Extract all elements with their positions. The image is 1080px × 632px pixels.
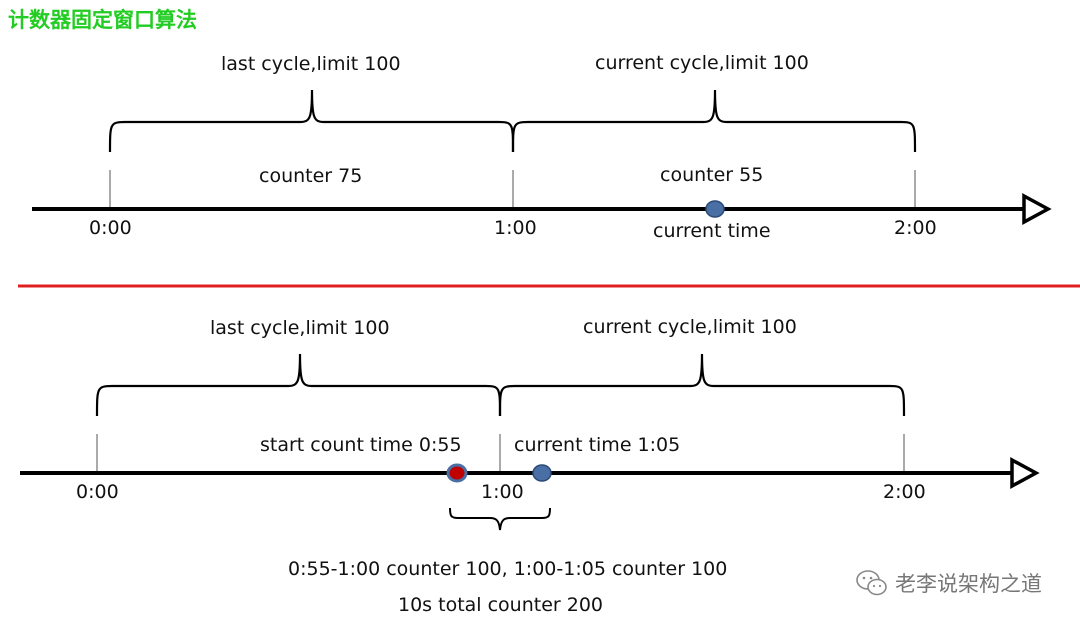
top-current-time-label: current time xyxy=(653,220,771,242)
top-timeline-arrow xyxy=(1022,193,1052,225)
watermark: 老李说架构之道 xyxy=(855,568,1042,598)
top-counter-last-label: counter 75 xyxy=(259,165,363,187)
bottom-current-time-label: current time 1:05 xyxy=(514,434,681,456)
top-tick-label-0200: 2:00 xyxy=(894,217,937,239)
summary-line-2: 10s total counter 200 xyxy=(398,594,604,616)
bottom-timeline-arrow xyxy=(1010,457,1040,489)
bottom-tick-label-0200: 2:00 xyxy=(883,481,926,503)
start-count-marker xyxy=(446,463,468,483)
top-last-cycle-label: last cycle,limit 100 xyxy=(221,53,401,75)
bottom-tick-label-0000: 0:00 xyxy=(76,481,119,503)
bottom-current-cycle-brace xyxy=(498,353,906,417)
top-current-time-marker xyxy=(705,200,725,218)
top-tick-label-0100: 1:00 xyxy=(494,217,537,239)
bottom-tick-label-0100: 1:00 xyxy=(481,481,524,503)
bottom-current-cycle-label: current cycle,limit 100 xyxy=(583,316,797,338)
start-count-time-label: start count time 0:55 xyxy=(260,434,462,456)
top-current-cycle-brace xyxy=(511,89,917,153)
summary-line-1: 0:55-1:00 counter 100, 1:00-1:05 counter… xyxy=(288,558,728,580)
wechat-icon xyxy=(856,570,887,596)
window-span-brace xyxy=(449,507,551,531)
top-last-cycle-brace xyxy=(108,89,515,153)
diagram-title: 计数器固定窗口算法 xyxy=(8,8,197,32)
watermark-text: 老李说架构之道 xyxy=(895,572,1042,596)
top-current-cycle-label: current cycle,limit 100 xyxy=(595,52,809,74)
top-counter-current-label: counter 55 xyxy=(660,164,764,186)
bottom-last-cycle-label: last cycle,limit 100 xyxy=(210,317,390,339)
bottom-current-time-marker xyxy=(532,464,552,482)
top-tick-label-0000: 0:00 xyxy=(89,217,132,239)
bottom-last-cycle-brace xyxy=(95,353,502,417)
